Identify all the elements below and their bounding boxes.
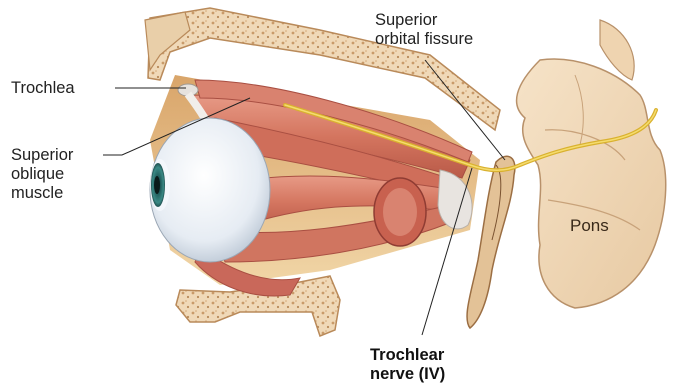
superior-oblique-label: Superior oblique muscle [11,146,73,203]
pupil [154,176,160,194]
trochlear-nerve-label-line2: nerve (IV) [370,365,445,384]
fissure-label-line2: orbital fissure [375,30,473,49]
trochlea-label: Trochlea [11,79,75,98]
superior-oblique-label-line2: oblique [11,165,73,184]
trochlear-nerve-label-line1: Trochlear [370,346,445,365]
brainstem-pons [517,59,666,308]
trochlear-nerve-label: Trochlear nerve (IV) [370,346,445,384]
superior-oblique-label-line3: muscle [11,184,73,203]
superior-orbital-fissure-label: Superior orbital fissure [375,11,473,49]
fissure-label-line1: Superior [375,11,473,30]
pons-label: Pons [570,216,609,235]
superior-oblique-label-line1: Superior [11,146,73,165]
